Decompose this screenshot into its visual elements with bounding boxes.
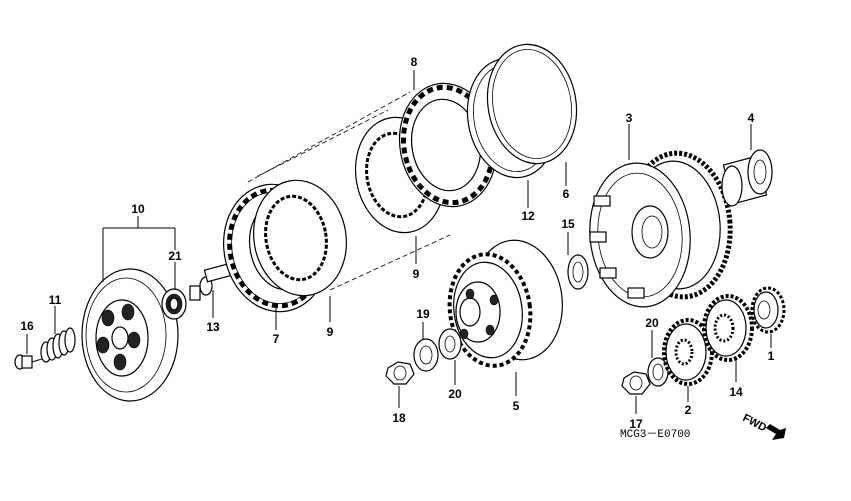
part-18-lock-nut xyxy=(385,361,415,385)
part-16-bolt xyxy=(14,354,46,370)
label-part-18: 18 xyxy=(392,411,406,425)
part-2-gear xyxy=(662,318,714,386)
label-part-12: 12 xyxy=(521,209,535,223)
label-part-7: 7 xyxy=(273,332,280,346)
label-part-13: 13 xyxy=(206,320,220,334)
forward-indicator: FWD xyxy=(741,412,786,440)
label-part-6: 6 xyxy=(563,187,570,201)
part-6-spring-seat xyxy=(486,43,578,165)
label-part-2: 2 xyxy=(685,403,692,417)
part-21-bearing xyxy=(161,288,187,320)
label-part-10: 10 xyxy=(131,202,145,216)
label-part-14: 14 xyxy=(729,385,743,399)
label-part-1: 1 xyxy=(768,349,775,363)
label-part-5: 5 xyxy=(513,399,520,413)
label-part-8: 8 xyxy=(411,55,418,69)
fwd-arrow-icon xyxy=(766,424,786,440)
part-9-clutch-plate-left xyxy=(252,179,348,297)
label-part-20-center: 20 xyxy=(448,387,462,401)
part-14-gear xyxy=(702,294,754,362)
label-part-16: 16 xyxy=(20,319,34,333)
label-part-17: 17 xyxy=(629,417,643,431)
label-part-19: 19 xyxy=(416,307,430,321)
label-part-21: 21 xyxy=(168,249,182,263)
part-1-gear xyxy=(750,286,786,334)
label-part-4: 4 xyxy=(748,111,755,125)
diagram-code: MCG3－E0700 xyxy=(620,429,690,441)
label-part-15: 15 xyxy=(561,217,575,231)
fwd-label: FWD xyxy=(741,412,769,434)
part-17-lock-nut xyxy=(621,371,651,395)
part-labels: 1 2 3 4 5 6 7 8 9 9 10 11 12 13 14 15 16… xyxy=(20,55,774,431)
part-4-collar xyxy=(721,149,773,207)
assembly-guides xyxy=(247,91,451,291)
part-11-spring xyxy=(40,327,76,363)
label-part-3: 3 xyxy=(626,111,633,125)
part-19-washer xyxy=(413,338,439,372)
leader-lines xyxy=(26,70,772,414)
label-part-11: 11 xyxy=(49,293,62,307)
part-5-clutch-center xyxy=(447,239,563,368)
part-3-clutch-outer xyxy=(589,150,733,308)
part-10-pressure-plate xyxy=(81,268,179,402)
label-part-20-right: 20 xyxy=(645,316,659,330)
label-part-9-left: 9 xyxy=(327,325,334,339)
part-20-lock-washer-center xyxy=(438,328,462,360)
part-20-washer-right xyxy=(647,357,669,387)
label-part-9-center: 9 xyxy=(413,267,420,281)
part-15-thrust-washer xyxy=(567,254,589,290)
